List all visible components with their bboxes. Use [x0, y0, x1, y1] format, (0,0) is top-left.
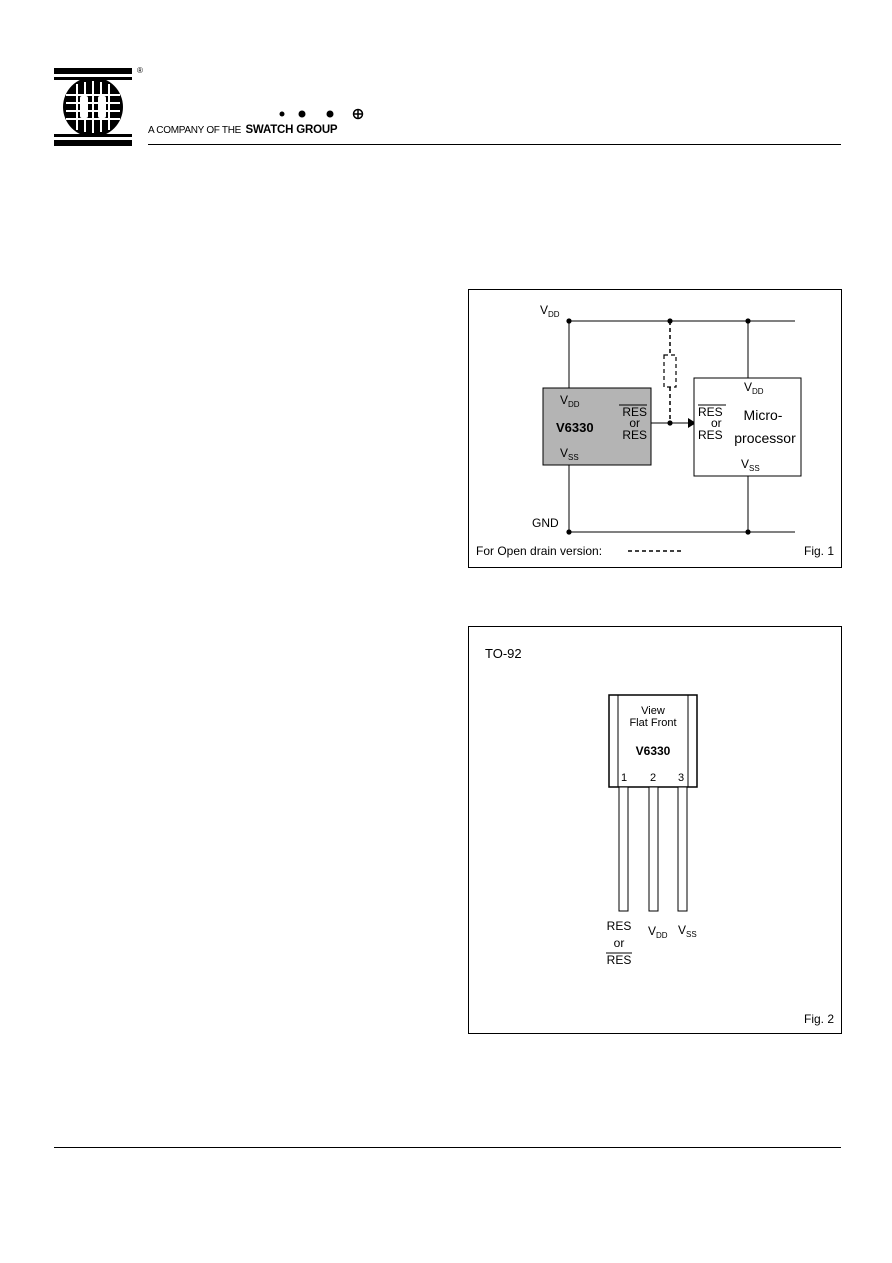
- brand-dots-icon: [279, 108, 364, 120]
- registered-mark: ®: [137, 66, 143, 75]
- chip-out-line1: RES: [622, 405, 647, 419]
- v6330-chip-block: [542, 387, 652, 466]
- micro-in-line3: RES: [698, 428, 723, 442]
- pin-number-1: 1: [621, 772, 627, 784]
- chip-vdd-label: VDD: [560, 393, 580, 409]
- tagline: A COMPANY OF THE SWATCH GROUP: [148, 120, 338, 138]
- body-line2: Flat Front: [629, 717, 676, 729]
- pin1-line3: RES: [607, 953, 632, 967]
- microprocessor-block: [693, 377, 802, 477]
- figure-1-frame: [468, 289, 842, 568]
- header-rule: [148, 144, 841, 145]
- pin1-line1: RES: [607, 919, 632, 933]
- figure-1-caption: Fig. 1: [804, 544, 834, 558]
- company-logo: [54, 68, 132, 146]
- body-name: V6330: [636, 744, 671, 758]
- micro-name-line2: processor: [734, 430, 796, 446]
- lead-2: [648, 786, 659, 912]
- lead-3: [677, 786, 688, 912]
- pin3-label: VSS: [678, 923, 697, 939]
- pin-number-2: 2: [650, 772, 656, 784]
- micro-name-line1: Micro-: [744, 407, 783, 423]
- chip-out-line3: RES: [622, 428, 647, 442]
- figure-2-frame: [468, 626, 842, 1034]
- figure-2-package: TO-92 View Flat Front V6330 1 2 3 RES or…: [485, 646, 834, 1026]
- chip-name: V6330: [556, 420, 594, 435]
- open-drain-footnote: For Open drain version:: [476, 544, 602, 558]
- tagline-brand: SWATCH GROUP: [245, 124, 338, 136]
- micro-in-line1: RES: [698, 405, 723, 419]
- chip-vss-label: VSS: [560, 446, 579, 462]
- chip-out-line2: or: [629, 416, 640, 430]
- micro-vss-label: VSS: [741, 457, 760, 473]
- pin-number-3: 3: [678, 772, 684, 784]
- package-label: TO-92: [485, 646, 522, 661]
- logo-graphic: [54, 68, 132, 146]
- to92-body: [608, 694, 698, 788]
- pin2-label: VDD: [648, 924, 668, 940]
- tagline-prefix: A COMPANY OF THE: [148, 125, 241, 136]
- micro-vdd-label: VDD: [744, 380, 764, 396]
- micro-in-line2: or: [711, 416, 722, 430]
- figure-1-circuit: VDD GND VDD V6330 VSS RES or RES VDD RES…: [476, 303, 834, 558]
- footer-rule: [54, 1147, 841, 1148]
- vdd-rail-label: VDD: [540, 303, 560, 319]
- figure-2-caption: Fig. 2: [804, 1012, 834, 1026]
- body-line1: View: [641, 705, 665, 717]
- gnd-label: GND: [532, 516, 559, 530]
- lead-1: [618, 786, 629, 912]
- pin1-line2: or: [614, 936, 625, 950]
